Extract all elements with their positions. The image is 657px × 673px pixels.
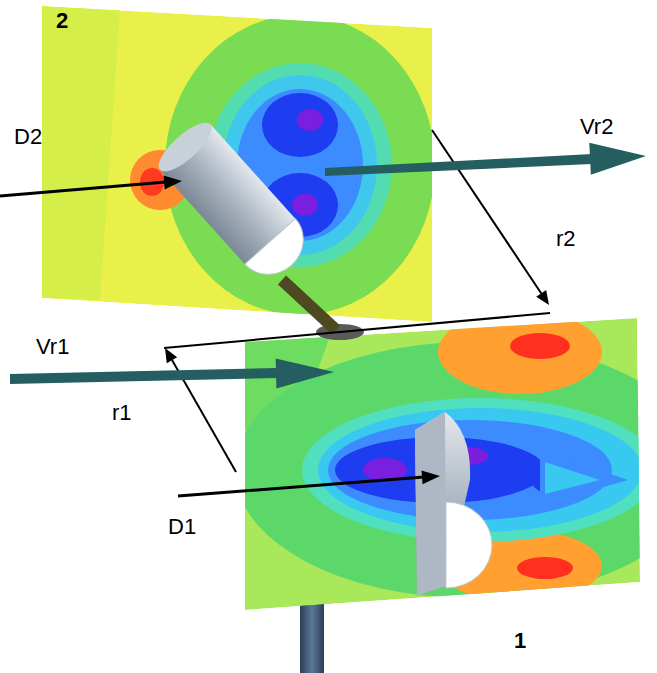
arrowhead: [536, 290, 549, 305]
contour-band: [262, 93, 338, 157]
label: Vr2: [580, 114, 613, 140]
symbol-label: r1: [112, 400, 132, 425]
label: r1: [112, 400, 132, 426]
contour-plane: [42, 6, 435, 322]
contour-band: [545, 462, 600, 494]
label: 2: [56, 8, 68, 34]
cylinder-flat-face: [415, 412, 446, 596]
cylinder-face: [446, 502, 492, 588]
contour-band: [292, 194, 318, 216]
arrowhead: [422, 470, 440, 484]
velocity-arrow: [325, 154, 592, 176]
symbol-label: r2: [556, 226, 576, 251]
arrowhead: [276, 358, 334, 388]
symbol-label: D2: [14, 124, 42, 149]
arrowhead: [589, 143, 646, 175]
cylinder-face: [245, 219, 317, 288]
contour-band: [510, 333, 570, 359]
radius-line: [432, 130, 543, 296]
reference-line: [164, 313, 550, 348]
symbol-label: Vr1: [36, 334, 69, 359]
label: r2: [556, 226, 576, 252]
velocity-arrow: [10, 368, 278, 384]
drag-arrow: [0, 182, 166, 196]
arrowhead: [165, 348, 177, 363]
symbol-label: D1: [168, 514, 196, 539]
cylinder-end: [152, 115, 219, 178]
label: D1: [168, 514, 196, 540]
symbol-label: Vr2: [580, 114, 613, 139]
symbol-label: 2: [56, 8, 68, 33]
contour-band: [540, 450, 628, 505]
contour-band: [297, 109, 323, 131]
symbol-label: 1: [514, 628, 526, 653]
label: D2: [14, 124, 42, 150]
contour-band: [318, 408, 642, 532]
shaft: [282, 280, 336, 330]
contour-plane: [235, 310, 657, 610]
label: 1: [514, 628, 526, 654]
contour-band: [42, 6, 120, 300]
drag-arrow: [178, 477, 424, 496]
contour-band: [438, 310, 602, 394]
contour-band: [517, 557, 573, 579]
arrowhead: [163, 176, 182, 190]
half-cylinder: [152, 115, 317, 288]
label: Vr1: [36, 334, 69, 360]
